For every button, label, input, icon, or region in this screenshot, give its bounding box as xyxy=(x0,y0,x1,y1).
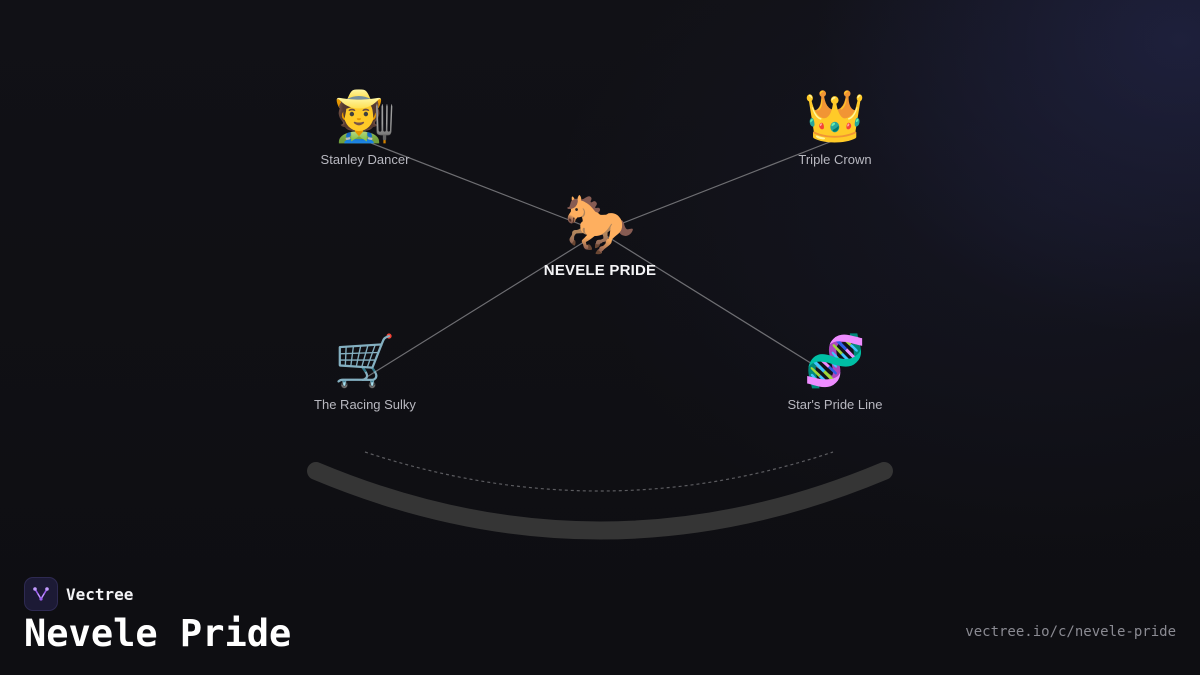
vectree-logo-icon xyxy=(24,577,58,611)
node-stars-pride-line[interactable]: 🧬 Star's Pride Line xyxy=(735,333,935,412)
node-label: Stanley Dancer xyxy=(320,152,410,167)
node-nevele-pride[interactable]: 🐎 NEVELE PRIDE xyxy=(500,192,700,279)
page-title: Nevele Pride xyxy=(24,612,292,655)
decorative-arc xyxy=(307,462,893,540)
node-triple-crown[interactable]: 👑 Triple Crown xyxy=(735,88,935,167)
brand-name: Vectree xyxy=(66,584,134,604)
crown-icon: 👑 xyxy=(803,87,867,145)
node-racing-sulky[interactable]: 🛒 The Racing Sulky xyxy=(265,333,465,412)
dna-icon: 🧬 xyxy=(803,332,867,390)
decorative-dashed-arc xyxy=(364,451,834,492)
brand[interactable]: Vectree xyxy=(24,577,133,611)
farmer-icon: 🧑‍🌾 xyxy=(333,87,397,145)
edge-nevele-pride-stars-pride-line xyxy=(599,231,839,381)
horse-racing-icon: 🐎 xyxy=(563,190,637,258)
node-label: Triple Crown xyxy=(798,152,872,167)
page-url[interactable]: vectree.io/c/nevele-pride xyxy=(965,624,1176,640)
edge-nevele-pride-triple-crown xyxy=(599,137,841,233)
node-label: The Racing Sulky xyxy=(314,397,416,412)
edge-nevele-pride-racing-sulky xyxy=(361,231,601,381)
node-label: NEVELE PRIDE xyxy=(543,262,657,279)
node-stanley-dancer[interactable]: 🧑‍🌾 Stanley Dancer xyxy=(265,88,465,167)
node-label: Star's Pride Line xyxy=(787,397,883,412)
edge-nevele-pride-stanley-dancer xyxy=(357,137,601,233)
shopping-cart-icon: 🛒 xyxy=(333,332,397,390)
